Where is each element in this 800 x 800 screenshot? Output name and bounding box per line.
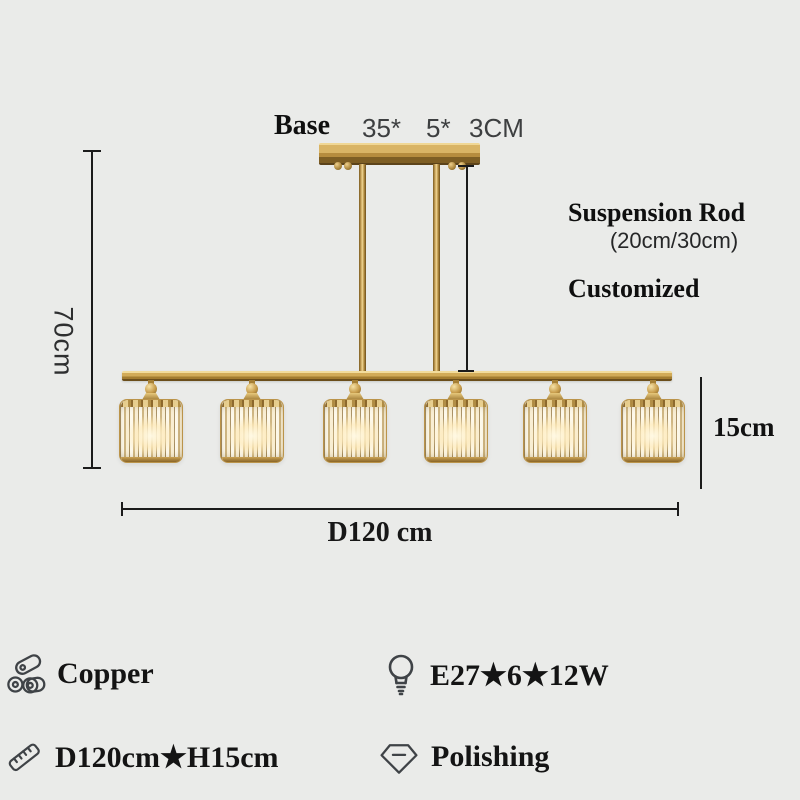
height-dimension-tick-bottom — [83, 467, 101, 469]
crystal-shade — [523, 399, 587, 463]
lamp-socket-ball — [549, 383, 561, 395]
width-dimension-tick-right — [677, 502, 679, 516]
lamp-socket-ball — [145, 383, 157, 395]
spec-finish: Polishing — [378, 737, 549, 777]
lamp-socket-cone — [447, 393, 465, 400]
spec-label-size: D120cm★H15cm — [55, 740, 279, 774]
canopy-screw — [334, 162, 342, 170]
spec-label-material: Copper — [57, 657, 154, 690]
lamp-socket-cone — [546, 393, 564, 400]
height-dimension-label: 70cm — [48, 306, 79, 377]
lamp-unit — [523, 380, 587, 463]
lamp-socket-cone — [142, 393, 160, 400]
base-size-value-1: 35* — [362, 113, 402, 143]
lamp-stem — [552, 380, 558, 384]
suspension-rod-title: Suspension Rod — [568, 198, 746, 227]
suspension-dimension-tick-bottom — [458, 370, 474, 372]
ruler-icon — [8, 743, 40, 772]
lamp-socket-cone — [644, 393, 662, 400]
suspension-rod-left — [359, 164, 366, 374]
base-size-value-3: 3CM — [469, 113, 524, 143]
shade-height-label: 15cm — [713, 412, 775, 442]
height-dimension-tick-top — [83, 150, 101, 152]
lamp-unit — [323, 380, 387, 463]
bulb-icon — [388, 654, 414, 696]
crystal-shade — [220, 399, 284, 463]
height-dimension-line — [91, 151, 93, 468]
hanging-bar — [122, 371, 672, 381]
width-dimension-line — [121, 508, 679, 510]
lamp-socket-ball — [647, 383, 659, 395]
lamp-socket-ball — [450, 383, 462, 395]
lamp-socket-cone — [243, 393, 261, 400]
lamp-stem — [249, 380, 255, 384]
ceiling-canopy-plate — [319, 143, 480, 165]
base-size-label: Base — [274, 110, 330, 141]
lamp-socket-ball — [349, 383, 361, 395]
lamp-stem — [148, 380, 154, 384]
suspension-rod-range: (20cm/30cm) — [609, 228, 739, 253]
lamp-stem — [352, 380, 358, 384]
lamp-unit — [220, 380, 284, 463]
crystal-shade — [323, 399, 387, 463]
customized-note: Customized — [568, 274, 700, 303]
crystal-shade — [424, 399, 488, 463]
suspension-rod-right — [433, 164, 440, 374]
crystal-shade — [119, 399, 183, 463]
shade-height-line — [700, 377, 702, 489]
spec-material: Copper — [4, 653, 154, 695]
spec-label-finish: Polishing — [431, 740, 550, 773]
canopy-screw — [448, 162, 456, 170]
width-dimension-label: D120 cm — [327, 517, 433, 548]
suspension-info: Suspension Rod (20cm/30cm) Customized — [568, 198, 780, 304]
width-dimension-tick-left — [121, 502, 123, 516]
suspension-dimension-tick-top — [458, 165, 474, 167]
crystal-shade — [621, 399, 685, 463]
spec-label-bulb: E27★6★12W — [430, 658, 609, 692]
copper-pipes-icon — [7, 654, 46, 694]
lamp-stem — [453, 380, 459, 384]
base-size-value-2: 5* — [426, 113, 451, 143]
canopy-screw — [344, 162, 352, 170]
suspension-dimension-line — [466, 166, 468, 372]
spec-size: D120cm★H15cm — [4, 737, 279, 777]
lamp-socket-cone — [346, 393, 364, 400]
lamp-unit — [424, 380, 488, 463]
spec-bulb: E27★6★12W — [383, 653, 609, 697]
lamp-stem — [650, 380, 656, 384]
diamond-icon — [380, 744, 418, 774]
lamp-socket-ball — [246, 383, 258, 395]
lamp-unit — [119, 380, 183, 463]
lamp-unit — [621, 380, 685, 463]
